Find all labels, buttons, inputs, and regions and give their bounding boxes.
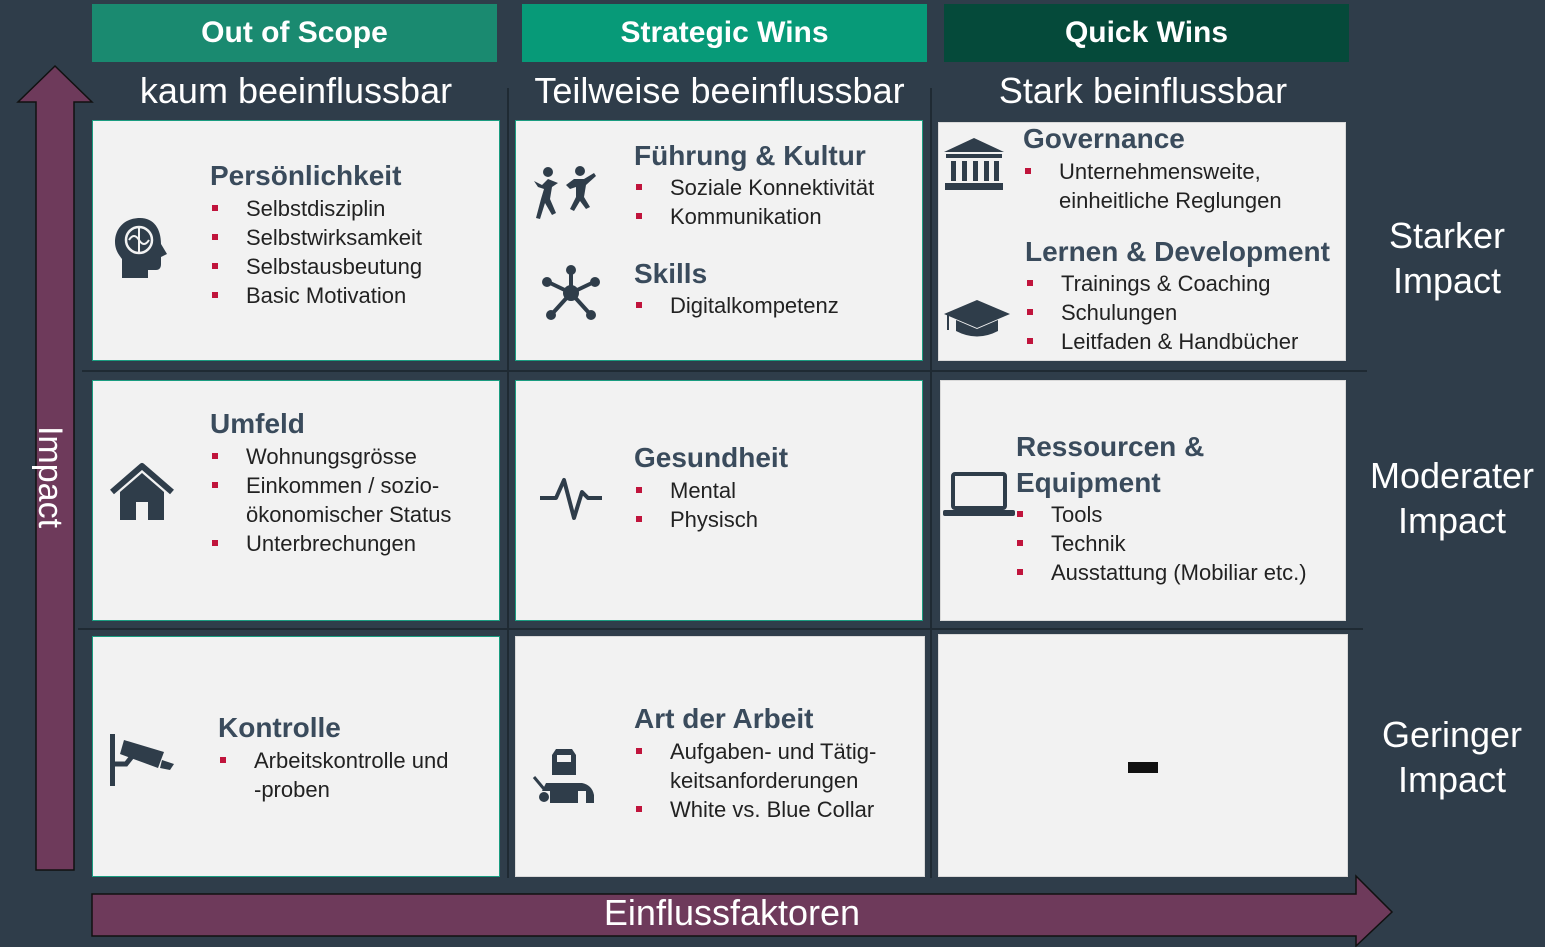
title-line: Ressourcen & — [1016, 431, 1205, 462]
grid-divider — [507, 88, 509, 878]
grid-divider — [78, 628, 1363, 630]
list-item-continuation: -proben — [254, 777, 330, 802]
list-item: Trainings & Coaching — [1025, 269, 1298, 298]
list-item: Physisch — [634, 505, 758, 534]
list-item: Einkommen / sozio- — [210, 471, 451, 500]
list-item: Selbstdisziplin — [210, 194, 422, 223]
cell-empty — [938, 634, 1348, 877]
welder-worker-icon — [532, 749, 594, 803]
list-skills: Digitalkompetenz — [634, 291, 839, 320]
list-item: Unternehmensweite, — [1023, 157, 1282, 186]
list-kontrolle: Arbeitskontrolle und -proben — [218, 746, 448, 804]
subheader-teilweise: Teilweise beeinflussbar — [534, 70, 905, 111]
header-strategic-wins: Strategic Wins — [522, 4, 927, 62]
row-label-moderater: Moderater Impact — [1362, 453, 1542, 543]
subheader-stark: Stark beinflussbar — [998, 70, 1288, 111]
list-item: Wohnungsgrösse — [210, 442, 451, 471]
title-gesundheit: Gesundheit — [634, 442, 789, 473]
surveillance-camera-icon — [110, 734, 174, 786]
grid-divider — [930, 88, 932, 878]
list-item-continuation: keitsanforderungen — [670, 768, 859, 793]
y-axis-arrow — [16, 64, 94, 871]
list-fuehrung: Soziale Konnektivität Kommunikation — [634, 173, 874, 231]
list-item: Tools — [1015, 500, 1307, 529]
list-item: Aufgaben- und Tätig- — [634, 737, 876, 766]
list-ressourcen: Tools Technik Ausstattung (Mobiliar etc.… — [1015, 500, 1307, 587]
row-label-line: Impact — [1397, 759, 1507, 800]
network-icon — [542, 265, 600, 320]
x-axis-label: Einflussfaktoren — [603, 892, 861, 933]
dancing-people-icon — [534, 166, 596, 219]
cell-gesundheit — [515, 380, 923, 621]
row-label-line: Geringer — [1381, 714, 1523, 755]
title-governance: Governance — [1023, 123, 1185, 154]
x-axis-arrow-shape — [91, 874, 1394, 947]
list-item: Soziale Konnektivität — [634, 173, 874, 202]
title-fuehrung: Führung & Kultur — [634, 140, 866, 171]
title-persoenlichkeit: Persönlichkeit — [210, 160, 402, 191]
row-label-line: Moderater — [1369, 455, 1535, 496]
graduation-cap-icon — [944, 300, 1010, 337]
title-line: Equipment — [1016, 467, 1161, 498]
row-label-line: Impact — [1397, 500, 1507, 541]
subheader-kaum: kaum beeinflussbar — [139, 70, 453, 111]
list-item: Schulungen — [1025, 298, 1298, 327]
list-item: White vs. Blue Collar — [634, 795, 876, 824]
title-umfeld: Umfeld — [210, 408, 305, 439]
cell-art-der-arbeit — [515, 636, 925, 877]
heartbeat-icon — [540, 478, 602, 520]
y-axis-label: Impact — [31, 425, 70, 529]
list-item: Ausstattung (Mobiliar etc.) — [1015, 558, 1307, 587]
title-art-der-arbeit: Art der Arbeit — [634, 703, 814, 734]
header-out-of-scope: Out of Scope — [92, 4, 497, 62]
title-lernen: Lernen & Development — [1025, 236, 1330, 267]
list-item: Selbstausbeutung — [210, 252, 422, 281]
row-label-line: Starker — [1388, 215, 1506, 256]
list-item: Technik — [1015, 529, 1307, 558]
institution-icon — [944, 138, 1004, 190]
list-item: Leitfaden & Handbücher — [1025, 327, 1298, 356]
row-label-starker: Starker Impact — [1372, 213, 1522, 303]
empty-dash — [1128, 762, 1158, 773]
list-gesundheit: Mental Physisch — [634, 476, 758, 534]
list-item: Mental — [634, 476, 758, 505]
list-art-der-arbeit: Aufgaben- und Tätig- keitsanforderungen … — [634, 737, 876, 824]
list-item: Arbeitskontrolle und — [218, 746, 448, 775]
title-kontrolle: Kontrolle — [218, 712, 341, 743]
title-skills: Skills — [634, 258, 708, 289]
cell-fuehrung-skills — [515, 120, 923, 361]
list-item: Unterbrechungen — [210, 529, 451, 558]
list-governance: Unternehmensweite, einheitliche Reglunge… — [1023, 157, 1282, 215]
cell-ressourcen — [940, 380, 1346, 621]
header-quick-wins: Quick Wins — [944, 4, 1349, 62]
row-label-geringer: Geringer Impact — [1372, 712, 1532, 802]
list-item-continuation: einheitliche Reglungen — [1059, 188, 1282, 213]
list-persoenlichkeit: Selbstdisziplin Selbstwirksamkeit Selbst… — [210, 194, 422, 310]
grid-divider — [82, 370, 1367, 372]
list-umfeld: Wohnungsgrösse Einkommen / sozio- ökonom… — [210, 442, 451, 558]
laptop-icon — [943, 472, 1015, 516]
list-item: Selbstwirksamkeit — [210, 223, 422, 252]
head-brain-icon — [115, 218, 167, 278]
cell-governance-lernen — [938, 122, 1346, 361]
row-label-line: Impact — [1392, 260, 1502, 301]
list-item: Digitalkompetenz — [634, 291, 839, 320]
list-item: Basic Motivation — [210, 281, 422, 310]
title-ressourcen: Ressourcen & Equipment — [1016, 429, 1204, 501]
house-icon — [110, 463, 174, 520]
list-item-continuation: ökonomischer Status — [246, 502, 452, 527]
list-item: Kommunikation — [634, 202, 874, 231]
list-lernen: Trainings & Coaching Schulungen Leitfade… — [1025, 269, 1298, 356]
